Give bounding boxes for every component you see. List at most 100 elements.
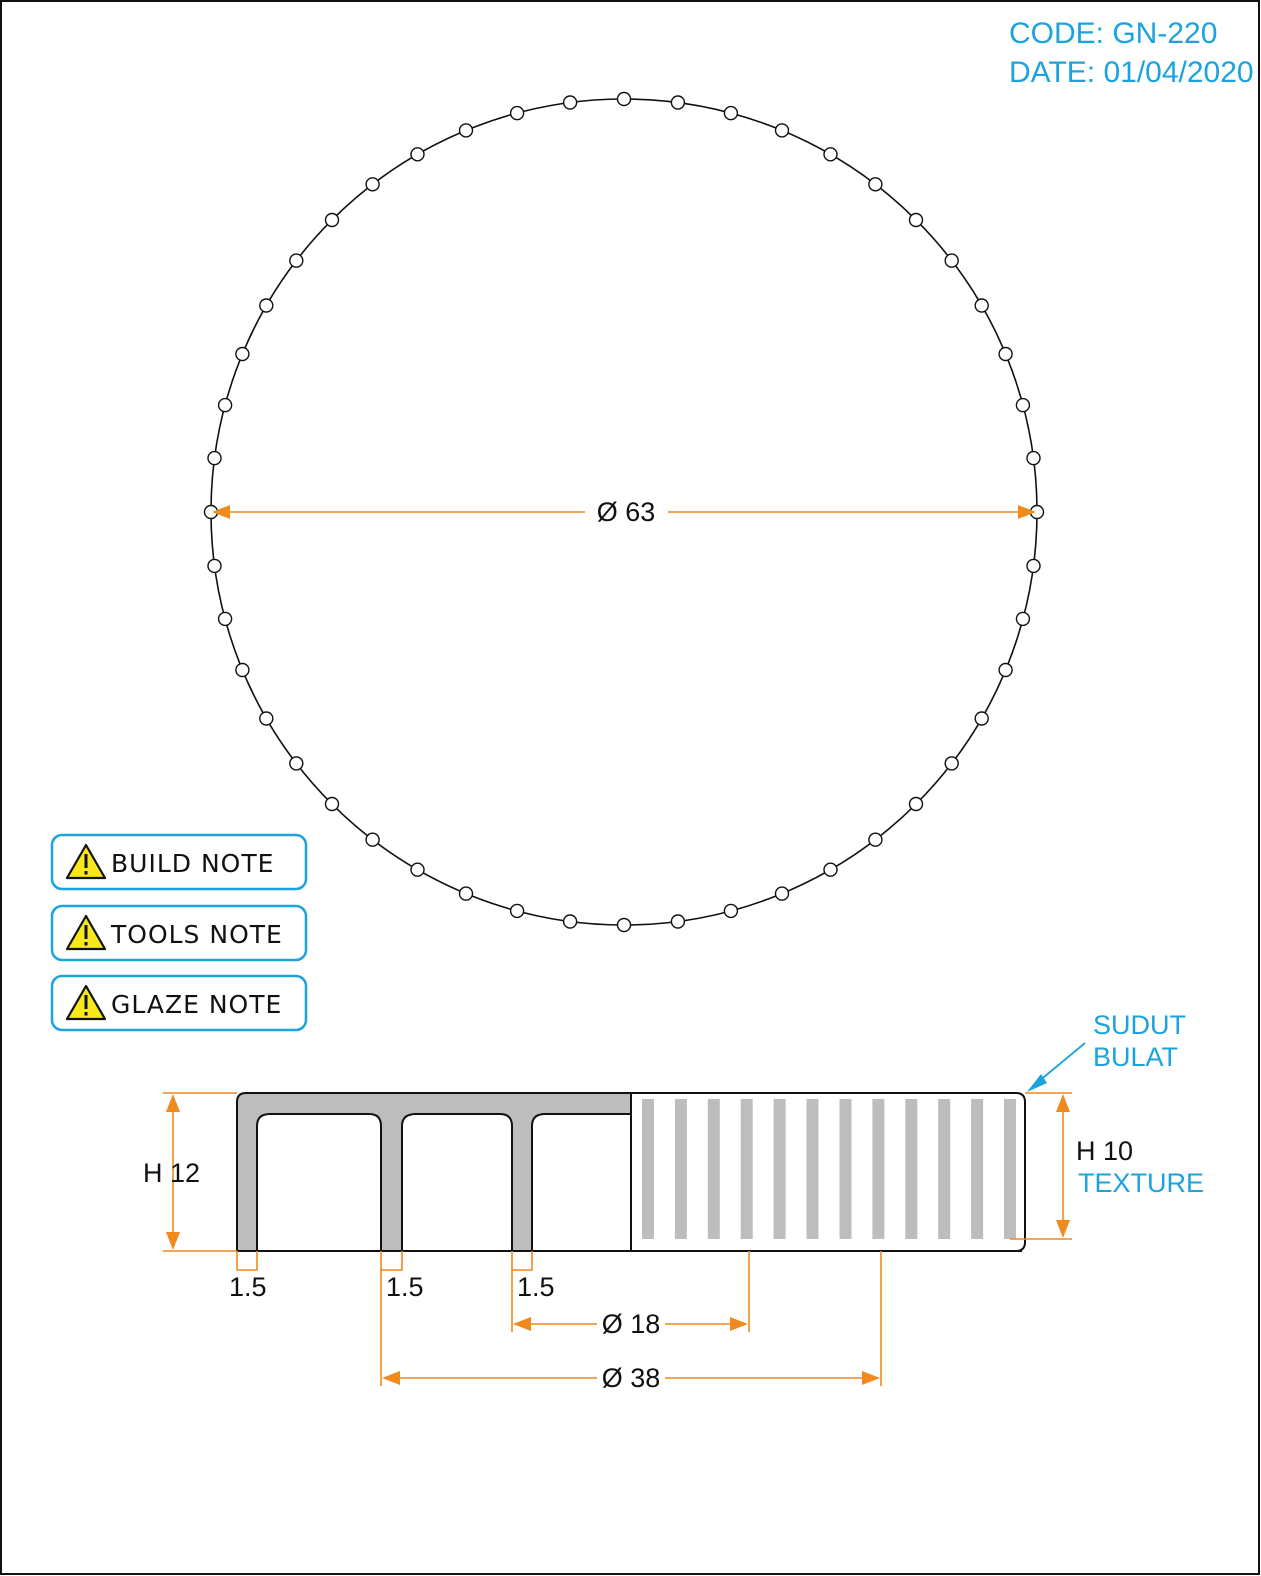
corner-note-line2: BULAT (1093, 1042, 1178, 1072)
texture-label: TEXTURE (1078, 1168, 1204, 1198)
scallop-notch (944, 253, 959, 268)
height-label: H 12 (143, 1158, 200, 1188)
texture-rib (971, 1099, 984, 1239)
texture-arrow-bottom (1056, 1220, 1070, 1238)
top-diameter-arrow-right (1018, 505, 1036, 519)
foot-arrow-right (862, 1371, 880, 1385)
warning-icon (65, 914, 107, 951)
scallop-notch (723, 105, 739, 121)
inner-arrow-right (730, 1317, 748, 1331)
texture-rib (674, 1099, 687, 1239)
wall-label-2: 1.5 (386, 1272, 424, 1302)
texture-height-label: H 10 (1076, 1136, 1133, 1166)
corner-note-line1: SUDUT (1093, 1010, 1186, 1040)
scallop-notch (289, 253, 304, 268)
top-diameter-arrow-left (212, 505, 230, 519)
scallop-notch (217, 397, 233, 413)
texture-rib (905, 1099, 918, 1239)
scallop-notch (616, 91, 632, 107)
scallop-notch (235, 662, 250, 678)
height-arrow-bottom (166, 1232, 180, 1250)
scallop-notch (998, 346, 1013, 362)
note-glaze[interactable]: GLAZE NOTE (50, 974, 308, 1032)
note-build-label: BUILD NOTE (111, 849, 274, 878)
texture-rib (938, 1099, 951, 1239)
scallop-notch (998, 662, 1013, 678)
scallop-notch (868, 177, 883, 192)
scallop-notch (944, 756, 959, 771)
wall-label-3: 1.5 (517, 1272, 555, 1302)
foot-diameter-label: Ø 38 (602, 1363, 661, 1393)
texture-rib (773, 1099, 786, 1239)
texture-rib (642, 1099, 654, 1239)
scallop-notch (823, 862, 838, 877)
foot-arrow-left (382, 1371, 400, 1385)
wall-tick-1 (236, 1251, 258, 1271)
drawing-code: CODE: GN-220 (1009, 17, 1217, 50)
scallop-notch (410, 862, 425, 877)
side-view: H 12 1.5 1.5 1.5 Ø 18 Ø 38 H 10 TEXTURE (143, 1010, 1204, 1393)
height-arrow-top (166, 1094, 180, 1112)
scallop-notch (562, 914, 578, 929)
scallop-notch (670, 914, 686, 929)
scallop-notch (509, 105, 525, 121)
texture-ribs (642, 1099, 1016, 1239)
note-build[interactable]: BUILD NOTE (50, 833, 308, 891)
scallop-notch (908, 796, 924, 812)
scallop-notch (259, 711, 274, 726)
wall-tick-3 (511, 1251, 533, 1271)
note-tools-label: TOOLS NOTE (110, 920, 283, 949)
scallop-notch (509, 903, 525, 919)
inner-diameter-label: Ø 18 (602, 1309, 661, 1339)
texture-rib (872, 1099, 885, 1239)
scallop-notch (908, 212, 924, 228)
warning-icon (65, 984, 107, 1021)
scallop-notch (723, 903, 739, 919)
wall-tick-2 (380, 1251, 403, 1271)
scallop-notch (774, 886, 790, 901)
scallop-notch (235, 346, 250, 362)
corner-leader-line (1037, 1042, 1086, 1083)
scallop-notch (365, 832, 380, 847)
texture-rib (839, 1099, 852, 1239)
scallop-notch (458, 123, 474, 138)
scallop-notch (207, 558, 222, 574)
scallop-notch (410, 147, 425, 162)
top-diameter-label: Ø 63 (597, 497, 656, 527)
scallop-notch (259, 298, 274, 313)
scallop-notch (1026, 450, 1041, 466)
scallop-notch (562, 95, 578, 110)
scallop-notch (868, 832, 883, 847)
top-view: Ø 63 (203, 91, 1045, 933)
scallop-notch (1015, 397, 1031, 413)
texture-rib (1004, 1099, 1016, 1239)
texture-arrow-top (1056, 1094, 1070, 1112)
scallop-notch (217, 611, 233, 627)
texture-outline (630, 1092, 1026, 1252)
scallop-notch (324, 796, 340, 812)
note-tools[interactable]: TOOLS NOTE (50, 904, 308, 962)
section-wall (236, 1092, 632, 1252)
texture-rib (740, 1099, 753, 1239)
drawing-date: DATE: 01/04/2020 (1009, 56, 1254, 89)
scallop-notch (365, 177, 380, 192)
scallop-notch (974, 711, 989, 726)
texture-rib (707, 1099, 720, 1239)
scallop-notch (774, 123, 790, 138)
scallop-notch (616, 917, 632, 933)
texture-rib (806, 1099, 819, 1239)
scallop-notch (823, 147, 838, 162)
scallop-notch (289, 756, 304, 771)
inner-arrow-left (513, 1317, 531, 1331)
scallop-notch (1015, 611, 1031, 627)
wall-label-1: 1.5 (229, 1272, 267, 1302)
scallop-notch (324, 212, 340, 228)
warning-icon (65, 843, 107, 880)
note-glaze-label: GLAZE NOTE (111, 990, 282, 1019)
corner-leader-arrow (1027, 1074, 1047, 1092)
scallop-notch (974, 298, 989, 313)
scallop-edge (203, 91, 1045, 933)
scallop-notch (1026, 558, 1041, 574)
